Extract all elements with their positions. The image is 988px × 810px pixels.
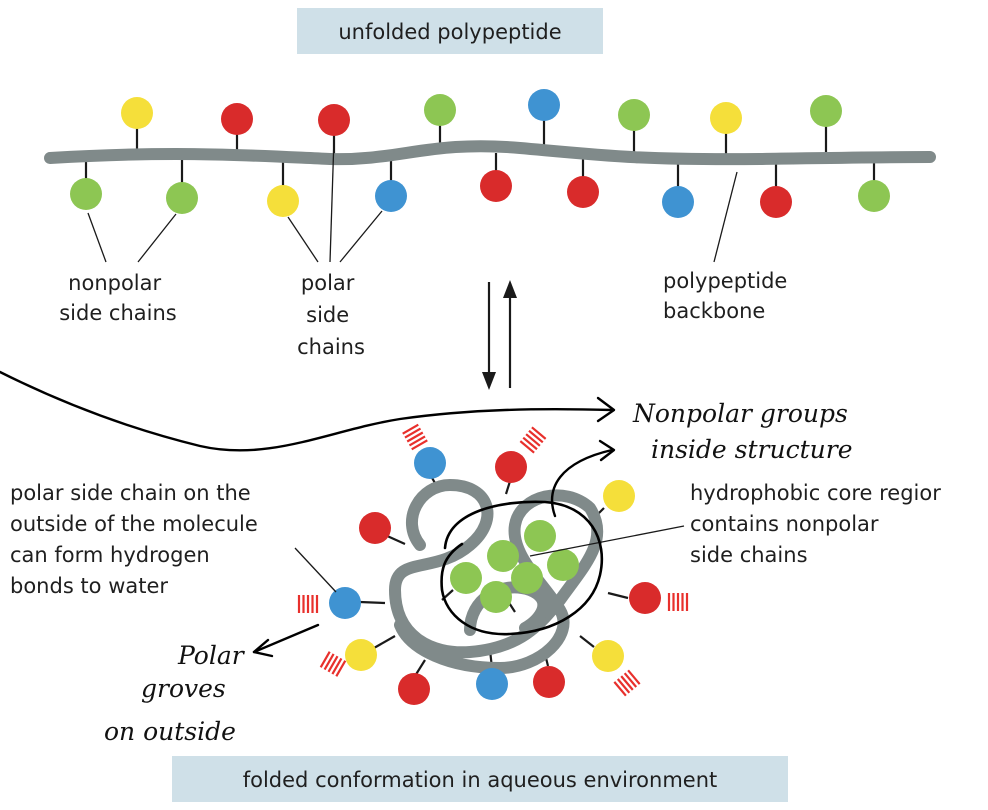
side-chain-bead [480,170,512,202]
side-chain-bead [629,582,661,614]
core-bead [524,520,556,552]
side-chain-bead [618,99,650,131]
side-chain-bead [267,185,299,217]
unfolded-title-box [297,8,603,54]
side-chain-bead [414,447,446,479]
side-chain-bead [318,104,350,136]
handwritten-arrow-to-nonpolar-note [0,370,616,452]
side-chain-bead [592,640,624,672]
polar-outside-label: polar side chain on the outside of the m… [10,481,265,598]
hydrophobic-core [450,520,579,613]
side-chain-bead [70,178,102,210]
side-chain-bead [567,176,599,208]
unfolded-backbone [44,140,936,166]
handwritten-arrow-to-polar-note [252,623,320,658]
side-chain-bead [345,639,377,671]
side-chain-bead [533,666,565,698]
side-chain-bead [858,180,890,212]
handwritten-core-circle [440,500,604,636]
nonpolar-groups-inside-note: Nonpolar groups inside structure [632,399,856,464]
hydrophobic-core-label: hydrophobic core regior contains nonpola… [690,481,948,567]
side-chain-bead [810,95,842,127]
nonpolar-side-chains-label: nonpolar side chains [59,271,177,325]
folded-protein [297,423,689,705]
side-chain-bead [603,480,635,512]
polypeptide-backbone-label: polypeptide backbone [663,269,794,323]
side-chain-bead [121,97,153,129]
top-leader-lines [87,137,738,263]
core-bead [511,562,543,594]
side-chain-bead [359,512,391,544]
bottom-leader-lines [294,525,685,593]
equilibrium-arrows-icon [482,280,517,390]
side-chain-bead [329,587,361,619]
side-chain-bead [710,102,742,134]
folded-title-text: folded conformation in aqueous environme… [243,768,718,792]
folded-backbone [389,479,604,674]
side-chain-bead [662,186,694,218]
core-bead [547,549,579,581]
side-chain-bead [221,103,253,135]
water-hydrogen-bonds [297,423,689,697]
folded-title: folded conformation in aqueous environme… [172,756,788,802]
side-chain-bead [476,668,508,700]
polar-side-chains-label: polar side chains [297,271,365,359]
core-bead [450,562,482,594]
side-chain-bead [424,94,456,126]
handwritten-arrow-core-to-note [550,439,616,518]
unfolded-title-text: unfolded polypeptide [338,20,561,44]
side-chain-bead [375,180,407,212]
side-chain-bead [166,182,198,214]
side-chain-bead [495,451,527,483]
side-chain-bead [398,673,430,705]
core-bead [480,581,512,613]
polar-groups-outside-note: Polar groves on outside [104,641,252,746]
unfolded-title: unfolded polypeptide [297,8,603,54]
core-bead [487,540,519,572]
side-chain-bead [528,89,560,121]
side-chain-bead [760,186,792,218]
unfolded-chain [44,89,936,218]
folded-title-box [172,756,788,802]
